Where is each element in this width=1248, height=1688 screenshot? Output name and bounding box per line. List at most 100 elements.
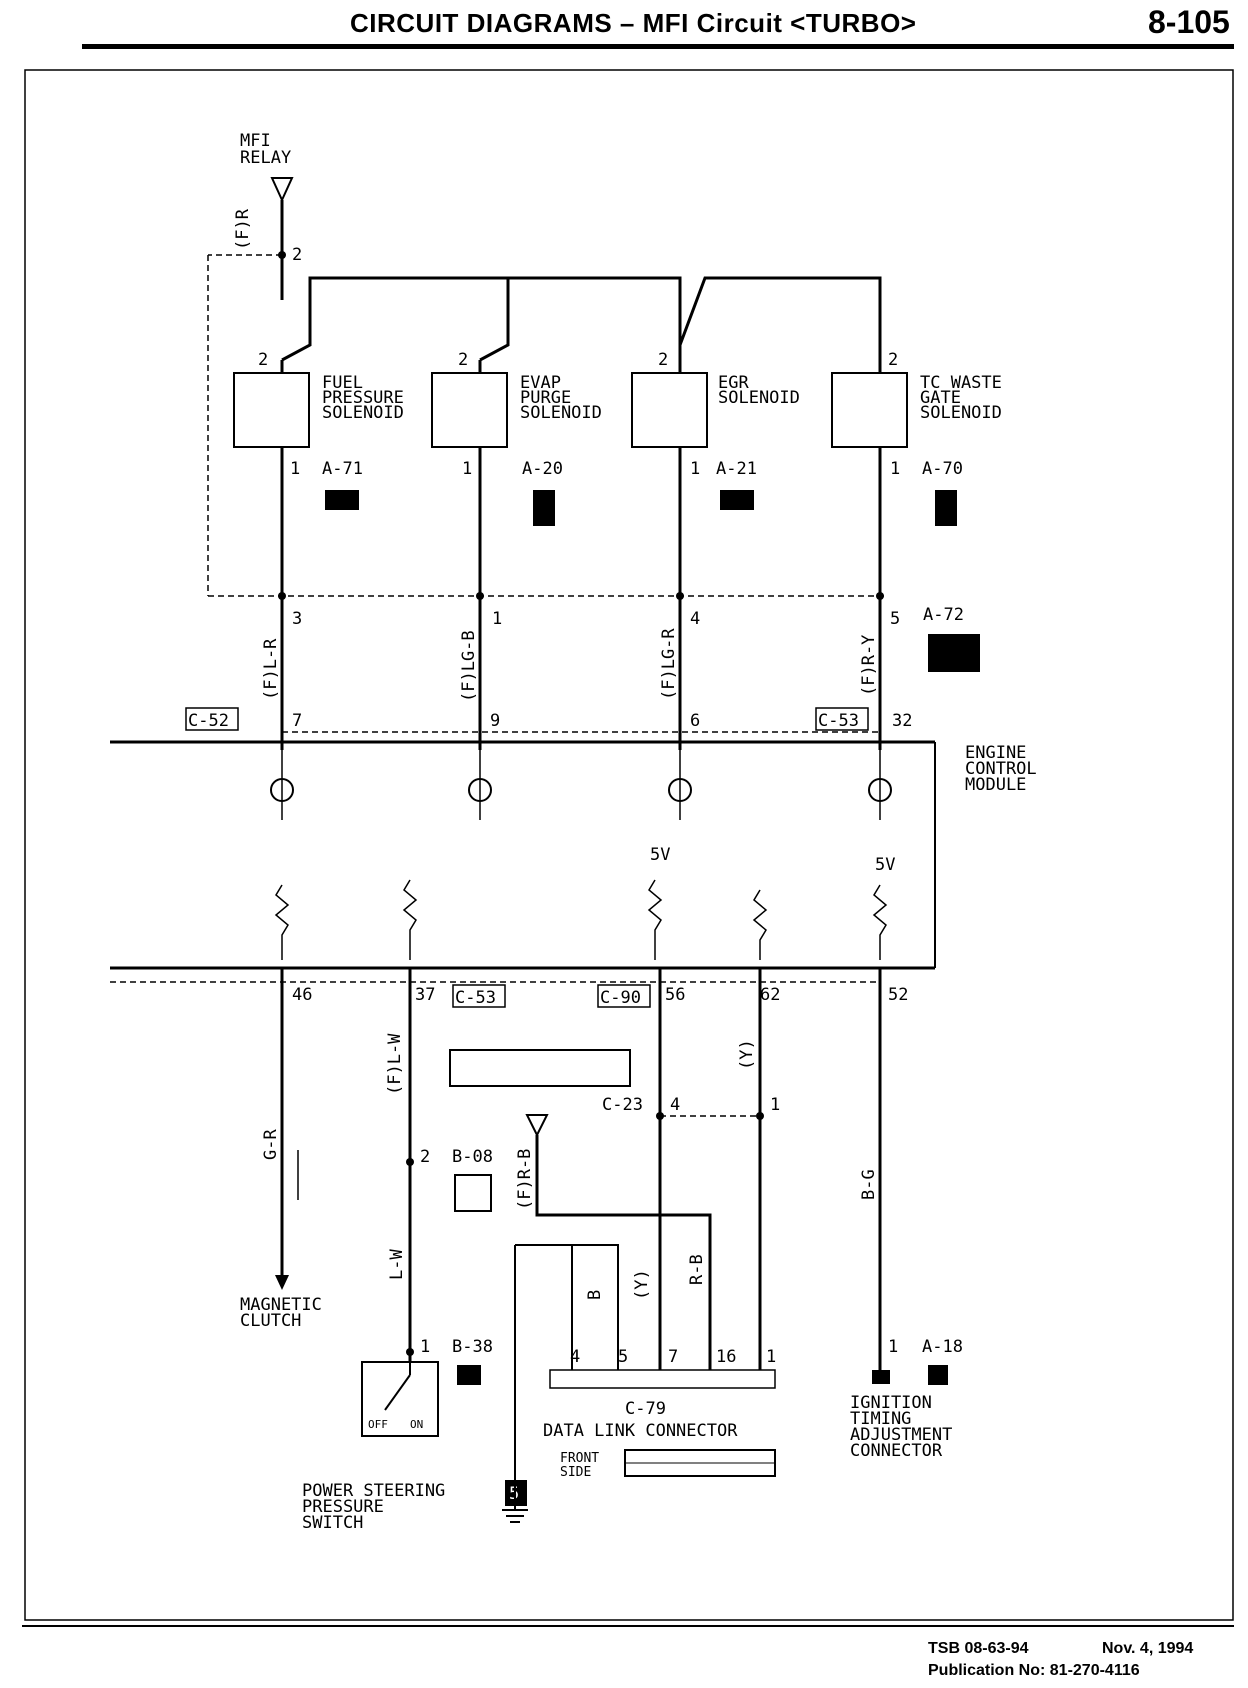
ecm-pin-52: 52 xyxy=(888,985,908,1005)
svg-text:ENGINE: ENGINE xyxy=(965,743,1026,763)
svg-text:5: 5 xyxy=(618,1347,628,1367)
svg-text:7: 7 xyxy=(292,711,302,731)
svg-text:OFF: OFF xyxy=(368,1418,388,1431)
svg-text:2: 2 xyxy=(888,350,898,370)
ecm-pin-56: 56 xyxy=(665,985,685,1005)
svg-text:1: 1 xyxy=(462,459,472,479)
svg-text:SIDE: SIDE xyxy=(560,1465,591,1480)
connector-a72-icon xyxy=(928,634,980,672)
svg-text:(F)LG-B: (F)LG-B xyxy=(459,630,479,702)
svg-text:B-08: B-08 xyxy=(452,1147,493,1167)
svg-text:G-R: G-R xyxy=(261,1129,281,1160)
svg-text:MODULE: MODULE xyxy=(965,775,1026,795)
svg-text:1: 1 xyxy=(890,459,900,479)
solenoid-evap-purge: 2 1 EVAP PURGE SOLENOID A-20 (F)LG-B 1 9 xyxy=(431,350,602,750)
svg-text:1: 1 xyxy=(690,459,700,479)
relay-label-line2: RELAY xyxy=(240,148,291,168)
dlc-connector-strip xyxy=(549,1369,776,1389)
solenoid-egr: 2 1 EGR SOLENOID A-21 (F)LG-R 4 6 xyxy=(631,350,800,750)
svg-text:TIMING: TIMING xyxy=(850,1409,911,1429)
svg-text:5: 5 xyxy=(890,609,900,629)
svg-text:TC WASTE: TC WASTE xyxy=(920,373,1002,393)
connector-c23-icon xyxy=(449,1049,631,1087)
svg-text:4: 4 xyxy=(670,1095,680,1115)
svg-text:PRESSURE: PRESSURE xyxy=(302,1497,384,1517)
svg-text:DATA LINK CONNECTOR: DATA LINK CONNECTOR xyxy=(543,1421,738,1441)
relay-label-line1: MFI xyxy=(240,131,271,151)
svg-text:FUEL: FUEL xyxy=(322,373,363,393)
svg-text:2: 2 xyxy=(658,350,668,370)
svg-text:R-B: R-B xyxy=(687,1254,707,1285)
connector-c52-label: C-52 xyxy=(188,711,229,731)
svg-text:PRESSURE: PRESSURE xyxy=(322,388,404,408)
svg-text:EGR: EGR xyxy=(718,373,749,393)
svg-text:6: 6 xyxy=(690,711,700,731)
svg-text:A-71: A-71 xyxy=(322,459,363,479)
relay-pin: 2 xyxy=(292,245,302,265)
solenoid-fuel-pressure: 2 1 FUEL PRESSURE SOLENOID A-71 (F)L-R 3… xyxy=(233,350,404,750)
svg-text:ADJUSTMENT: ADJUSTMENT xyxy=(850,1425,952,1445)
svg-text:B-G: B-G xyxy=(859,1169,879,1200)
footer-tsb: TSB 08-63-94 xyxy=(928,1640,1029,1657)
svg-text:32: 32 xyxy=(892,711,912,731)
svg-text:FRONT: FRONT xyxy=(560,1451,599,1466)
connector-a72-label: A-72 xyxy=(923,605,964,625)
svg-text:A-70: A-70 xyxy=(922,459,963,479)
svg-text:B-38: B-38 xyxy=(452,1337,493,1357)
svg-text:3: 3 xyxy=(292,609,302,629)
svg-text:L-W: L-W xyxy=(387,1249,407,1280)
svg-text:A-20: A-20 xyxy=(522,459,563,479)
footer-publication: Publication No: 81-270-4116 xyxy=(928,1662,1140,1679)
svg-text:A-21: A-21 xyxy=(716,459,757,479)
svg-text:SOLENOID: SOLENOID xyxy=(520,403,602,423)
svg-text:(Y): (Y) xyxy=(632,1269,652,1300)
svg-text:EVAP: EVAP xyxy=(520,373,561,393)
svg-text:C-79: C-79 xyxy=(625,1399,666,1419)
svg-text:C-23: C-23 xyxy=(602,1095,643,1115)
connector-c90-label: C-90 xyxy=(600,988,641,1008)
svg-text:IGNITION: IGNITION xyxy=(850,1393,932,1413)
svg-text:1: 1 xyxy=(492,609,502,629)
svg-text:7: 7 xyxy=(668,1347,678,1367)
svg-text:(F)R-Y: (F)R-Y xyxy=(859,635,879,696)
svg-text:2: 2 xyxy=(458,350,468,370)
mfi-relay: MFI RELAY (F)R 2 xyxy=(233,131,302,265)
svg-text:1: 1 xyxy=(888,1337,898,1357)
header-rule xyxy=(82,44,1234,49)
svg-text:PURGE: PURGE xyxy=(520,388,571,408)
svg-text:CLUTCH: CLUTCH xyxy=(240,1311,301,1331)
diagram-frame xyxy=(24,69,1234,1621)
svg-text:1: 1 xyxy=(770,1095,780,1115)
engine-control-module: ENGINE CONTROL MODULE 5V 5V xyxy=(110,740,1037,970)
svg-text:SOLENOID: SOLENOID xyxy=(920,403,1002,423)
svg-text:POWER STEERING: POWER STEERING xyxy=(302,1481,445,1501)
ecm-pin-37: 37 xyxy=(415,985,435,1005)
svg-text:SOLENOID: SOLENOID xyxy=(718,388,800,408)
svg-text:4: 4 xyxy=(690,609,700,629)
connector-c53-label-lower: C-53 xyxy=(455,988,496,1008)
svg-text:4: 4 xyxy=(570,1347,580,1367)
svg-text:CONTROL: CONTROL xyxy=(965,759,1037,779)
svg-text:(F)L-R: (F)L-R xyxy=(261,638,281,700)
ecm-pin-62: 62 xyxy=(760,985,780,1005)
svg-text:16: 16 xyxy=(716,1347,736,1367)
ecm-5v-label-1: 5V xyxy=(650,845,670,865)
ecm-pin-46: 46 xyxy=(292,985,312,1005)
svg-text:A-18: A-18 xyxy=(922,1337,963,1357)
solenoid-tc-waste-gate: 2 1 TC WASTE GATE SOLENOID A-70 (F)R-Y 5… xyxy=(831,350,1002,750)
svg-text:B: B xyxy=(585,1290,605,1300)
svg-text:2: 2 xyxy=(258,350,268,370)
svg-text:(F)LG-R: (F)LG-R xyxy=(659,628,679,700)
svg-text:1: 1 xyxy=(766,1347,776,1367)
svg-text:2: 2 xyxy=(420,1147,430,1167)
svg-text:1: 1 xyxy=(420,1337,430,1357)
page-number: 8-105 xyxy=(1148,4,1230,40)
svg-text:(F)R-B: (F)R-B xyxy=(515,1149,535,1210)
footer-date: Nov. 4, 1994 xyxy=(1102,1640,1194,1657)
svg-text:CONNECTOR: CONNECTOR xyxy=(850,1441,943,1461)
connector-c53-label: C-53 xyxy=(818,711,859,731)
svg-text:SWITCH: SWITCH xyxy=(302,1513,363,1533)
svg-text:1: 1 xyxy=(290,459,300,479)
svg-text:(F)L-W: (F)L-W xyxy=(385,1033,405,1095)
